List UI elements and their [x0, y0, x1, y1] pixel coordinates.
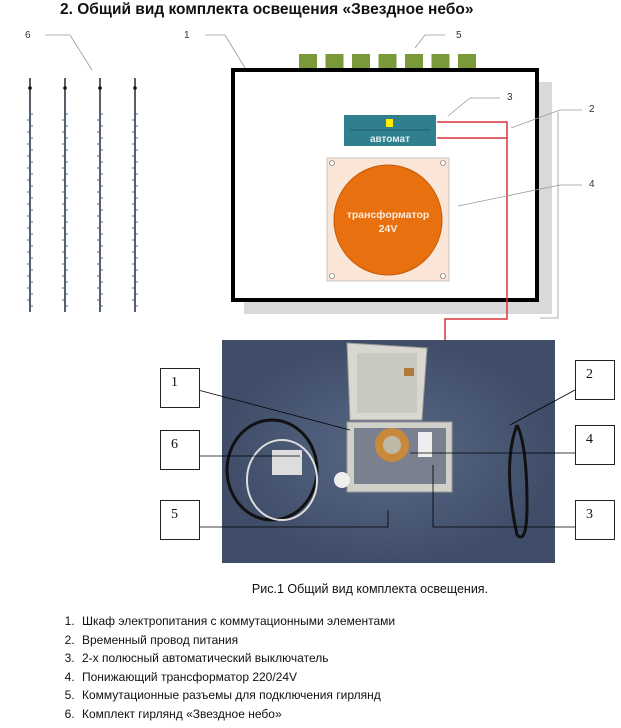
legend-item: Шкаф электропитания с коммутационными эл… — [78, 612, 395, 631]
transformer — [333, 164, 443, 276]
photo-callout-1: 1 — [160, 368, 200, 408]
kit-photo — [222, 340, 555, 563]
garland — [97, 78, 103, 312]
legend-list: Шкаф электропитания с коммутационными эл… — [38, 612, 395, 724]
callout-2: 2 — [589, 104, 595, 115]
callout-number: 4 — [586, 432, 593, 447]
connector — [431, 54, 450, 70]
leader-line-1 — [205, 34, 246, 69]
callout-number: 6 — [171, 437, 178, 452]
callout-number: 5 — [171, 507, 178, 522]
connector — [378, 54, 397, 70]
legend-item: Временный провод питания — [78, 631, 395, 650]
legend-item: 2-х полюсный автоматический выключатель — [78, 649, 395, 668]
callout-number: 3 — [586, 507, 593, 522]
garland — [132, 78, 138, 312]
breaker-indicator — [386, 119, 393, 127]
power-wire — [437, 121, 508, 340]
photo-callout-6: 6 — [160, 430, 200, 470]
callout-6: 6 — [25, 30, 31, 41]
transformer-label: трансформатор — [347, 209, 430, 221]
photo-callout-4: 4 — [575, 425, 615, 465]
callout-number: 1 — [171, 375, 178, 390]
garland — [27, 78, 33, 312]
schematic-diagram: автомат трансформатор 24V — [27, 34, 582, 340]
breaker-label: автомат — [370, 134, 410, 145]
connector — [458, 54, 476, 70]
callout-4: 4 — [589, 179, 595, 190]
legend-item: Комплект гирлянд «Звездное небо» — [78, 705, 395, 724]
photo-callout-5: 5 — [160, 500, 200, 540]
garland — [62, 78, 68, 312]
photo-callout-3: 3 — [575, 500, 615, 540]
figure-caption: Рис.1 Общий вид комплекта освещения. — [251, 582, 489, 596]
connector — [352, 54, 370, 70]
leader-line-6 — [45, 34, 93, 71]
photo-callout-2: 2 — [575, 360, 615, 400]
connector — [299, 54, 317, 70]
legend-item: Коммутационные разъемы для подключения г… — [78, 686, 395, 705]
callout-5: 5 — [456, 30, 462, 41]
leader-line-5 — [414, 34, 445, 49]
photo-leader-lines — [197, 389, 576, 528]
callout-1: 1 — [184, 30, 190, 41]
connector — [405, 54, 423, 70]
legend-item: Понижающий трансформатор 220/24V — [78, 668, 395, 687]
garlands — [27, 78, 138, 312]
callout-number: 2 — [586, 367, 593, 382]
connector — [325, 54, 344, 70]
section-title: 2. Общий вид комплекта освещения «Звездн… — [60, 1, 474, 18]
callout-3: 3 — [507, 92, 513, 103]
connectors — [299, 54, 476, 70]
transformer-voltage: 24V — [379, 223, 398, 235]
